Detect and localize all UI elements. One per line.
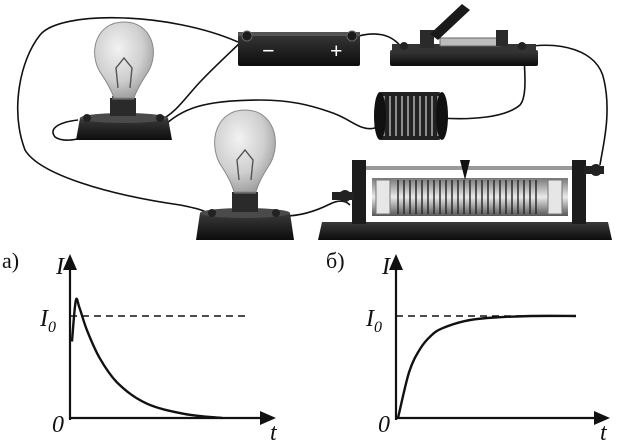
graph-b-panel-label: б) bbox=[326, 248, 345, 273]
graph-a-x-axis-label: t bbox=[270, 420, 278, 440]
wire-bulb1-loop bbox=[52, 119, 81, 141]
graph-b-x-axis-label: t bbox=[600, 420, 608, 440]
graph-a-panel-label: а) bbox=[2, 248, 19, 273]
lamp-1 bbox=[76, 21, 172, 140]
graph-a: а) I t 0 I0 bbox=[2, 248, 278, 440]
lamp-2 bbox=[196, 109, 294, 240]
graph-b: б) I t 0 I0 bbox=[326, 248, 610, 440]
graph-a-x-arrow bbox=[260, 411, 276, 425]
wire-switch-right bbox=[519, 44, 608, 166]
switch-lever[interactable] bbox=[430, 4, 470, 40]
graph-b-level-label: I0 bbox=[365, 306, 382, 336]
graph-a-y-arrow bbox=[63, 254, 77, 270]
graph-a-y-axis-label: I bbox=[55, 254, 65, 280]
wires bbox=[16, 16, 608, 217]
lamp-2-bulb bbox=[214, 109, 276, 193]
graph-b-origin-label: 0 bbox=[378, 412, 390, 438]
graph-b-y-arrow bbox=[389, 254, 403, 270]
knife-switch bbox=[390, 4, 538, 66]
inductor-coil bbox=[374, 92, 448, 140]
wire-outer-left bbox=[16, 16, 239, 216]
graph-a-current-curve bbox=[70, 297, 223, 420]
rheostat-slider[interactable] bbox=[460, 160, 470, 180]
wire-middle-loop bbox=[159, 99, 411, 131]
battery-plus-label: + bbox=[330, 38, 343, 63]
lamp-1-bulb bbox=[94, 21, 154, 99]
rheostat bbox=[318, 160, 612, 240]
graph-a-origin-label: 0 bbox=[52, 412, 64, 438]
lamp-1-base bbox=[76, 118, 172, 140]
graph-b-x-arrow bbox=[594, 411, 610, 425]
graph-a-level-label: I0 bbox=[39, 306, 56, 336]
wire-coil-rheostat bbox=[439, 54, 526, 120]
graph-b-y-axis-label: I bbox=[381, 254, 391, 280]
graph-b-current-curve bbox=[396, 314, 577, 419]
battery-minus-label: − bbox=[262, 38, 275, 63]
lamp-2-base bbox=[196, 213, 294, 240]
battery: − + bbox=[238, 30, 360, 66]
wire-bulb1-right bbox=[159, 37, 246, 121]
